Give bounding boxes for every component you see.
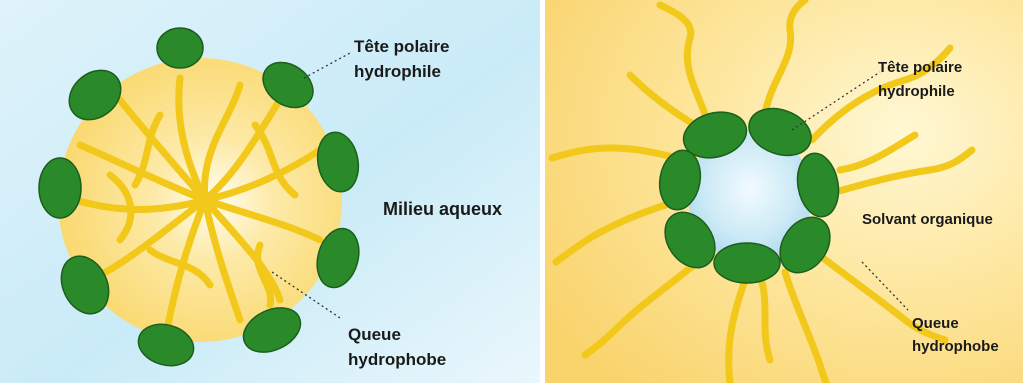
polar-head <box>39 158 81 218</box>
reverse-micelle-panel: Tête polaire hydrophile Solvant organiqu… <box>545 0 1023 383</box>
micelle-panel: Tête polaire hydrophile Milieu aqueux Qu… <box>0 0 540 383</box>
tail-label-line2: hydrophobe <box>348 350 446 369</box>
medium-label: Milieu aqueux <box>383 199 502 219</box>
polar-head <box>157 28 203 68</box>
tail-label-line2: hydrophobe <box>912 338 999 355</box>
panel-divider <box>540 0 545 383</box>
head-label-line1: Tête polaire <box>878 59 962 76</box>
head-label-line2: hydrophile <box>878 83 955 100</box>
tail-label-line1: Queue <box>912 315 959 332</box>
medium-label: Solvant organique <box>862 211 993 228</box>
tail-label-line1: Queue <box>348 325 401 344</box>
head-label-line2: hydrophile <box>354 62 441 81</box>
polar-head <box>714 243 780 283</box>
head-label-line1: Tête polaire <box>354 37 449 56</box>
